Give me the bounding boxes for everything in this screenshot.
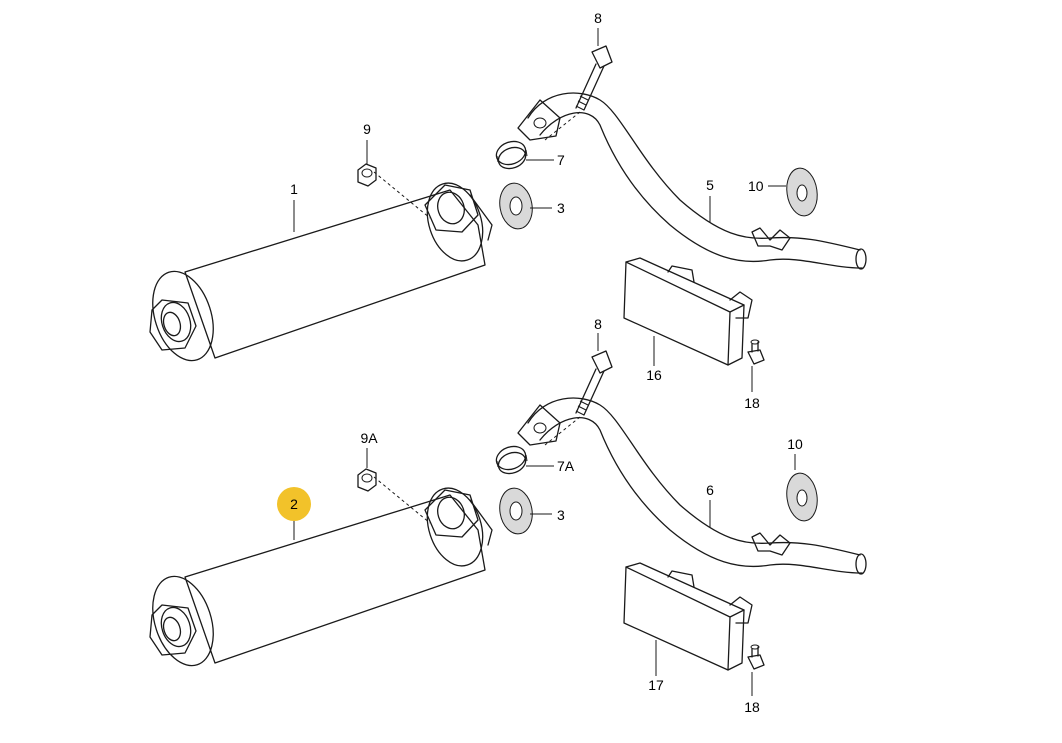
callout-8[interactable]: 8 xyxy=(594,10,602,26)
callout-9a[interactable]: 9A xyxy=(360,430,378,446)
callout-9[interactable]: 9 xyxy=(363,121,371,137)
assembly-top xyxy=(141,28,867,392)
callout-7a[interactable]: 7A xyxy=(557,458,575,474)
callout-3[interactable]: 3 xyxy=(557,200,565,216)
callout-10b[interactable]: 10 xyxy=(787,436,803,452)
callout-18b[interactable]: 18 xyxy=(744,699,760,715)
callout-10[interactable]: 10 xyxy=(748,178,764,194)
callout-3b[interactable]: 3 xyxy=(557,507,565,523)
callout-8b[interactable]: 8 xyxy=(594,316,602,332)
callout-2[interactable]: 2 xyxy=(290,496,298,512)
callout-18[interactable]: 18 xyxy=(744,395,760,411)
callout-5[interactable]: 5 xyxy=(706,177,714,193)
callout-16[interactable]: 16 xyxy=(646,367,662,383)
callout-1[interactable]: 1 xyxy=(290,181,298,197)
callout-7[interactable]: 7 xyxy=(557,152,565,168)
highlight-marker xyxy=(277,487,311,521)
callout-17[interactable]: 17 xyxy=(648,677,664,693)
assembly-bottom xyxy=(141,333,867,696)
callout-6[interactable]: 6 xyxy=(706,482,714,498)
